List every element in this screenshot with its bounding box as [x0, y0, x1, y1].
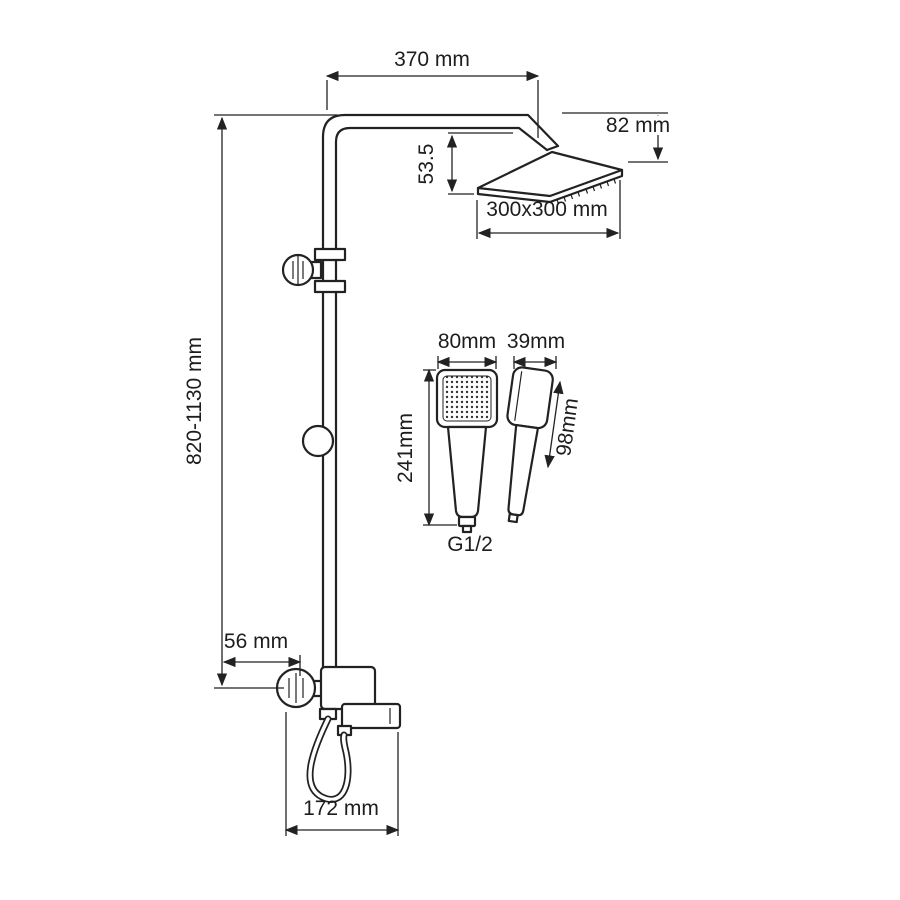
dim-head-height: 82 mm — [562, 112, 670, 163]
dim-label-handset-depth: 39mm — [507, 330, 565, 353]
dim-label-top-width: 370 mm — [394, 48, 470, 71]
shower-column-pipe — [321, 113, 560, 671]
dim-head-size: 300x300 mm — [476, 180, 621, 239]
hand-shower-front-view: 80mm G1/2 241mm — [394, 330, 499, 556]
dim-column-height: 820-1130 mm — [183, 114, 338, 689]
dim-label-wall-offset: 56 mm — [224, 630, 288, 653]
nozzle-ticks — [556, 178, 617, 205]
hand-shower-side-view: 39mm 98mm — [506, 330, 583, 524]
dim-head-drop: 53.5 — [415, 132, 513, 195]
dim-label-spout-reach: 172 mm — [303, 797, 379, 820]
dim-label-head-size: 300x300 mm — [486, 198, 607, 221]
handset-side-handle — [507, 423, 540, 517]
mixer-assembly — [275, 665, 402, 803]
dim-label-handset-width: 80mm — [438, 330, 496, 353]
handset-side-stub — [507, 512, 519, 524]
mixer-body — [319, 665, 377, 711]
label-thread: G1/2 — [447, 533, 493, 556]
dim-label-head-drop: 53.5 — [415, 144, 438, 185]
dim-label-column-height: 820-1130 mm — [183, 337, 206, 465]
dim-label-handset-length: 241mm — [394, 413, 417, 483]
handset-side-head — [506, 366, 554, 430]
spout — [340, 702, 402, 730]
handset-thread-stub — [461, 524, 473, 534]
diverter-knob — [281, 247, 347, 294]
dim-wall-offset: 56 mm — [222, 630, 302, 676]
handset-spray-face — [442, 375, 492, 422]
handset-connector — [457, 515, 477, 528]
dim-label-head-height: 82 mm — [606, 114, 670, 137]
dim-spout-reach: 172 mm — [284, 712, 400, 836]
rain-shower-head — [476, 150, 624, 205]
handset-handle — [446, 425, 488, 519]
dim-top-width: 370 mm — [325, 48, 540, 138]
slider-knob — [301, 424, 335, 458]
